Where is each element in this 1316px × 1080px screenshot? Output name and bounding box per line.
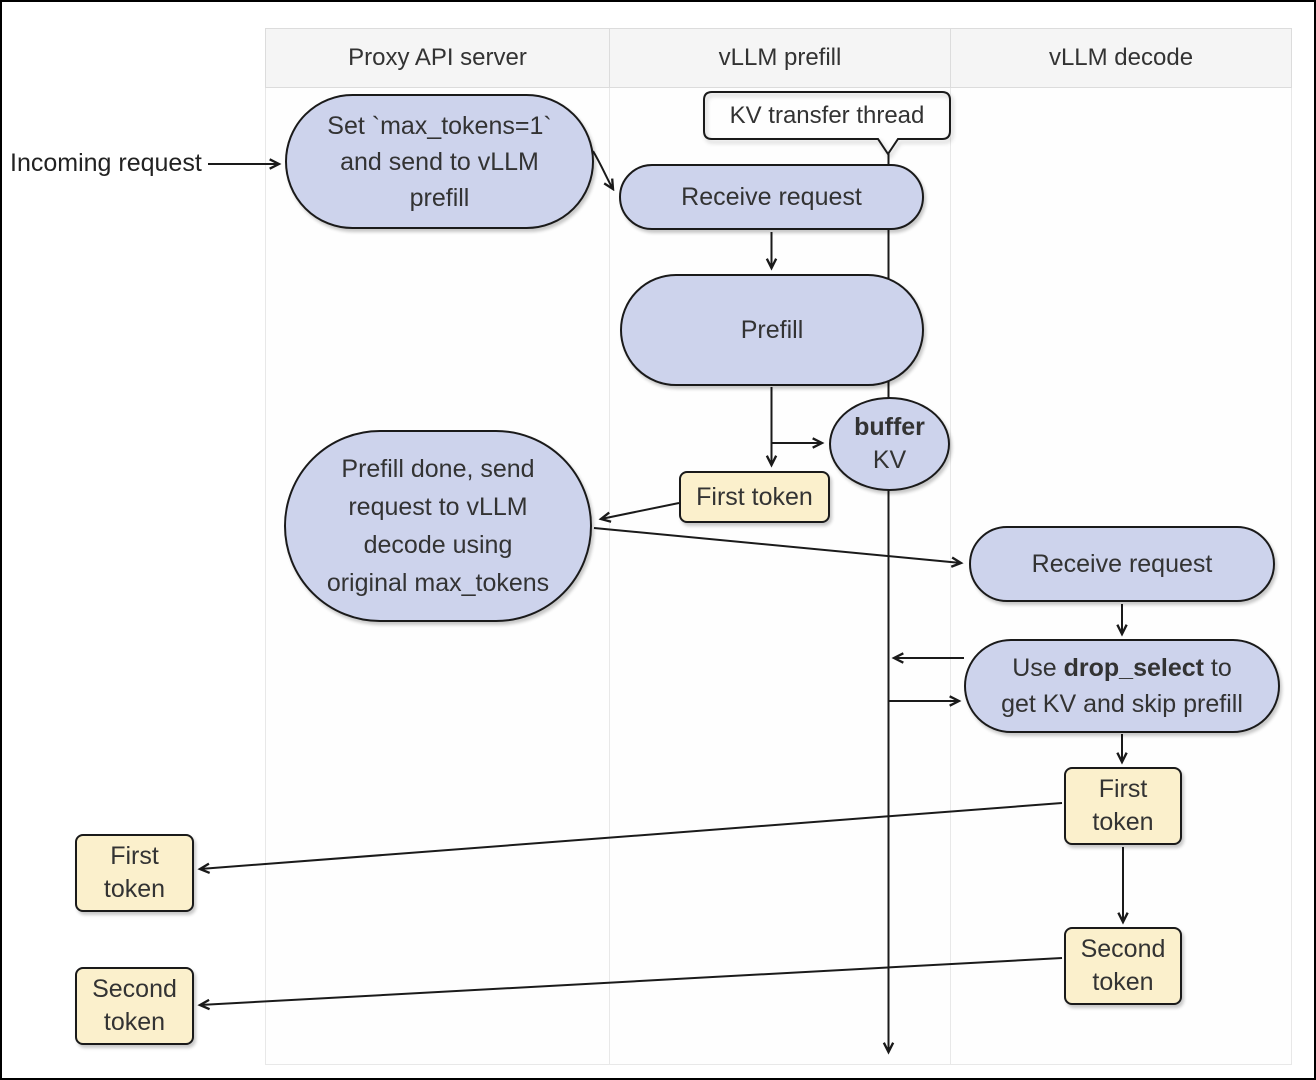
lane-header-vllm-decode: vLLM decode	[950, 28, 1292, 88]
buffer-kv-text: KV	[872, 446, 907, 474]
lane-header-proxy-api-server: Proxy API server	[265, 28, 610, 88]
edge-second-token-decode-to-out	[200, 957, 1063, 1005]
node-drop-select: Use drop_select to get KV and skip prefi…	[964, 639, 1280, 733]
edge-proxy-to-prefill-receive	[592, 150, 613, 189]
node-second-token-decode: Second token	[1064, 927, 1182, 1005]
drop-select-line2: get KV and skip prefill	[1001, 690, 1243, 718]
node-prefill: Prefill	[620, 274, 924, 386]
edge-first-token-to-prefill-done	[601, 502, 680, 519]
kv-transfer-thread-label: KV transfer thread	[729, 101, 925, 129]
incoming-request-label: Incoming request	[10, 149, 202, 177]
node-second-token-output: Second token	[75, 967, 194, 1045]
drop-select-pre: Use	[1012, 654, 1064, 682]
node-receive-request-decode: Receive request	[969, 526, 1275, 602]
node-first-token-output: First token	[75, 834, 194, 912]
drop-select-line1: Use drop_select to	[1012, 650, 1232, 686]
lane-label: vLLM decode	[1048, 44, 1194, 71]
node-first-token-prefill: First token	[679, 471, 830, 523]
drop-select-post: to	[1203, 654, 1232, 682]
edge-first-token-decode-to-out	[200, 802, 1063, 869]
edge-prefill-done-to-decode-receive	[593, 527, 961, 563]
node-prefill-done: Prefill done, send request to vLLM decod…	[284, 430, 592, 622]
kv-transfer-thread-callout	[703, 91, 951, 156]
buffer-kv-bold-text: buffer	[854, 413, 925, 441]
lane-label: Proxy API server	[348, 44, 527, 71]
lane-label: vLLM prefill	[718, 44, 842, 71]
node-buffer-kv: buffer KV	[829, 397, 950, 491]
drop-select-bold: drop_select	[1063, 654, 1204, 682]
node-receive-request-prefill: Receive request	[619, 164, 924, 230]
lane-body-vllm-prefill	[609, 87, 951, 1065]
node-first-token-decode: First token	[1064, 767, 1182, 845]
node-set-max-tokens: Set `max_tokens=1` and send to vLLM pref…	[285, 94, 594, 229]
lane-header-vllm-prefill: vLLM prefill	[609, 28, 951, 88]
